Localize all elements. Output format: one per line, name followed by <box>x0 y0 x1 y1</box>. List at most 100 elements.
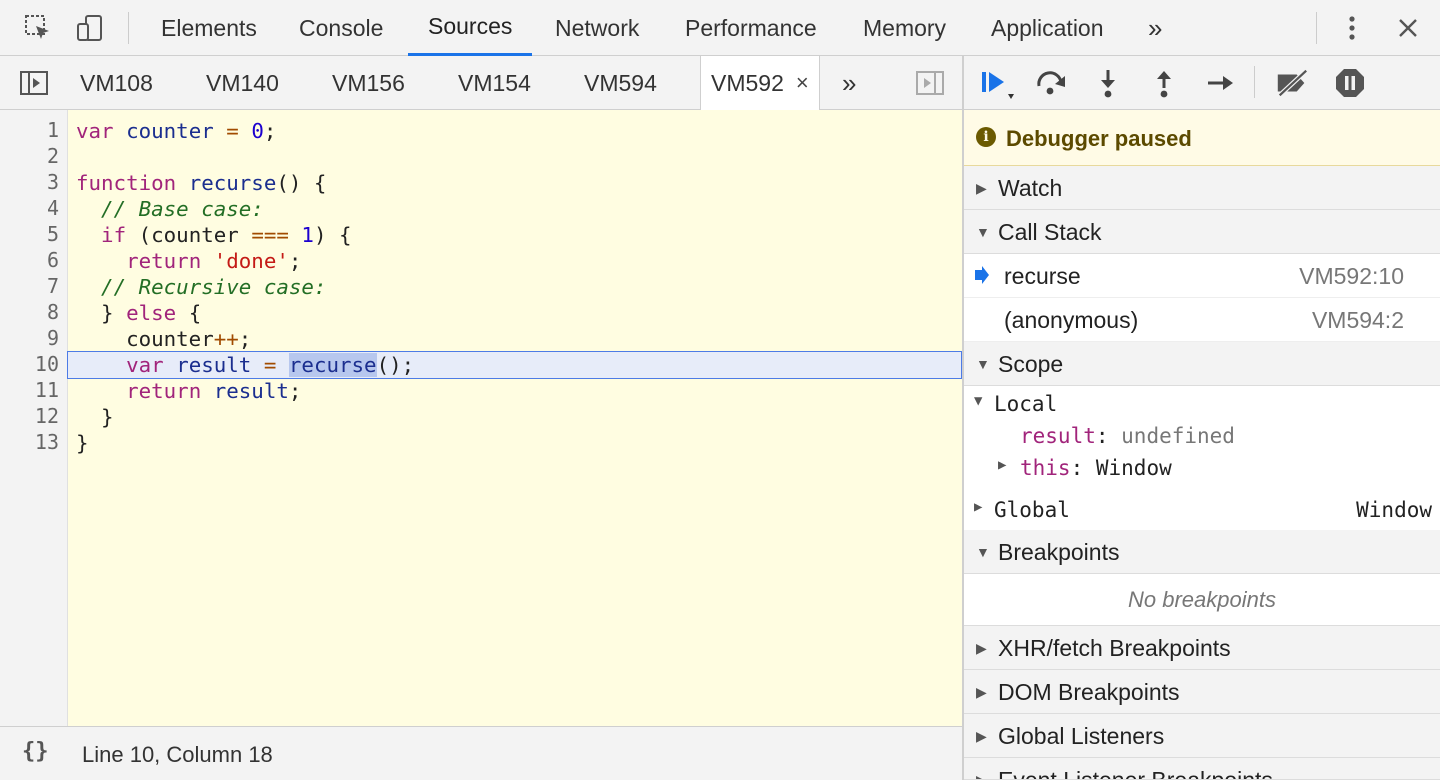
section-scope[interactable]: ▼ Scope <box>964 342 1440 386</box>
collapse-triangle-icon: ▼ <box>974 393 983 409</box>
collapse-triangle-icon: ▼ <box>976 356 990 372</box>
tab-performance[interactable]: Performance <box>685 14 817 41</box>
toolbar-separator <box>1316 12 1317 44</box>
section-label: Global Listeners <box>998 723 1165 749</box>
toggle-debugger-icon[interactable] <box>914 67 946 99</box>
more-tabs-button[interactable]: » <box>1148 12 1163 43</box>
scope-global[interactable]: ▶ Global Window <box>964 494 1440 530</box>
expand-triangle-icon: ▶ <box>976 684 987 700</box>
section-event-listener-breakpoints[interactable]: ▶ Event Listener Breakpoints <box>964 758 1440 780</box>
code-line: // Base case: <box>101 197 264 221</box>
paused-message: Debugger paused <box>1006 126 1192 151</box>
code-line-paused: var result = recurse(); <box>126 353 415 377</box>
section-watch[interactable]: ▶ Watch <box>964 166 1440 210</box>
line-number[interactable]: 1 <box>46 118 59 142</box>
property-line: result: undefined <box>1020 424 1235 448</box>
tab-application[interactable]: Application <box>991 14 1104 41</box>
line-number[interactable]: 3 <box>46 170 59 194</box>
expand-triangle-icon: ▶ <box>976 640 987 656</box>
cursor-position: Line 10, Column 18 <box>82 742 273 767</box>
file-tab[interactable]: VM140 <box>206 69 279 96</box>
section-label: Watch <box>998 175 1063 201</box>
property-value: Window <box>1095 456 1172 480</box>
code-line: var counter = 0; <box>76 119 277 143</box>
section-breakpoints[interactable]: ▼ Breakpoints <box>964 530 1440 574</box>
scope-global-value: Window <box>1356 498 1432 522</box>
tab-network[interactable]: Network <box>555 14 640 41</box>
line-number[interactable]: 6 <box>46 248 59 272</box>
line-number[interactable]: 12 <box>34 404 59 428</box>
resume-icon[interactable] <box>978 66 1014 100</box>
section-label: Event Listener Breakpoints <box>998 767 1273 780</box>
file-tab[interactable]: VM594 <box>584 69 657 96</box>
call-frame[interactable]: (anonymous) VM594:2 <box>964 298 1440 342</box>
devtools-toolbar: Elements Console Sources Network Perform… <box>0 0 1440 56</box>
close-tab-icon[interactable]: × <box>795 70 809 95</box>
step-over-icon[interactable] <box>1034 66 1070 100</box>
line-number[interactable]: 7 <box>46 274 59 298</box>
pause-on-exceptions-icon[interactable] <box>1332 66 1368 100</box>
frame-location[interactable]: VM592:10 <box>1299 263 1404 289</box>
property-name: result <box>1020 424 1096 448</box>
file-tab[interactable]: VM108 <box>80 69 153 96</box>
step-into-icon[interactable] <box>1090 66 1126 100</box>
scope-property[interactable]: ▶ this: Window <box>964 454 1440 486</box>
section-xhr-breakpoints[interactable]: ▶ XHR/fetch Breakpoints <box>964 626 1440 670</box>
scope-global-label: Global <box>994 498 1070 522</box>
line-number[interactable]: 4 <box>46 196 59 220</box>
more-files-button[interactable]: » <box>842 67 857 98</box>
property-name: this <box>1020 456 1071 480</box>
section-label: Breakpoints <box>998 539 1120 565</box>
file-tab[interactable]: VM154 <box>458 69 531 96</box>
tab-sources[interactable]: Sources <box>408 0 533 56</box>
section-label: XHR/fetch Breakpoints <box>998 635 1231 661</box>
expand-triangle-icon: ▶ <box>976 728 987 744</box>
section-label: DOM Breakpoints <box>998 679 1180 705</box>
section-dom-breakpoints[interactable]: ▶ DOM Breakpoints <box>964 670 1440 714</box>
section-global-listeners[interactable]: ▶ Global Listeners <box>964 714 1440 758</box>
code-line: } <box>76 431 89 455</box>
line-number[interactable]: 9 <box>46 326 59 350</box>
scope-property[interactable]: result: undefined <box>964 422 1440 454</box>
section-label: Call Stack <box>998 219 1102 245</box>
section-call-stack[interactable]: ▼ Call Stack <box>964 210 1440 254</box>
toggle-navigator-icon[interactable] <box>18 67 50 99</box>
debugger-paused-banner: i Debugger paused <box>964 110 1440 166</box>
code-line: } else { <box>76 301 202 325</box>
debugger-controls <box>964 56 1440 110</box>
line-number[interactable]: 5 <box>46 222 59 246</box>
frame-location[interactable]: VM594:2 <box>1311 307 1404 333</box>
tab-console[interactable]: Console <box>299 14 384 41</box>
property-value: undefined <box>1121 424 1235 448</box>
info-icon: i <box>976 127 996 147</box>
kebab-menu-icon[interactable] <box>1336 12 1368 44</box>
line-number[interactable]: 11 <box>34 378 59 402</box>
code-line: // Recursive case: <box>101 275 327 299</box>
panel-divider[interactable] <box>962 56 964 780</box>
tab-elements[interactable]: Elements <box>161 14 257 41</box>
code-line: return result; <box>126 379 302 403</box>
no-breakpoints-message: No breakpoints <box>964 574 1440 626</box>
file-tab-active[interactable]: VM592 × <box>700 56 820 110</box>
close-icon[interactable] <box>1392 12 1424 44</box>
line-number[interactable]: 2 <box>46 144 59 168</box>
expand-triangle-icon: ▶ <box>976 772 987 780</box>
pretty-print-button[interactable]: {} <box>22 739 49 764</box>
line-number[interactable]: 13 <box>34 430 59 454</box>
tab-memory[interactable]: Memory <box>863 14 947 41</box>
line-number[interactable]: 10 <box>34 352 59 376</box>
frame-name: (anonymous) <box>1004 307 1139 333</box>
code-line: function recurse() { <box>76 171 327 195</box>
scope-local[interactable]: ▼ Local <box>964 390 1440 422</box>
call-frame[interactable]: recurse VM592:10 <box>964 254 1440 298</box>
deactivate-breakpoints-icon[interactable] <box>1274 66 1310 100</box>
step-out-icon[interactable] <box>1146 66 1182 100</box>
file-tab[interactable]: VM156 <box>332 69 405 96</box>
collapse-triangle-icon: ▼ <box>976 224 990 240</box>
step-icon[interactable] <box>1202 66 1238 100</box>
line-number[interactable]: 8 <box>46 300 59 324</box>
device-toolbar-icon[interactable] <box>74 12 106 44</box>
inspect-element-icon[interactable] <box>22 12 54 44</box>
